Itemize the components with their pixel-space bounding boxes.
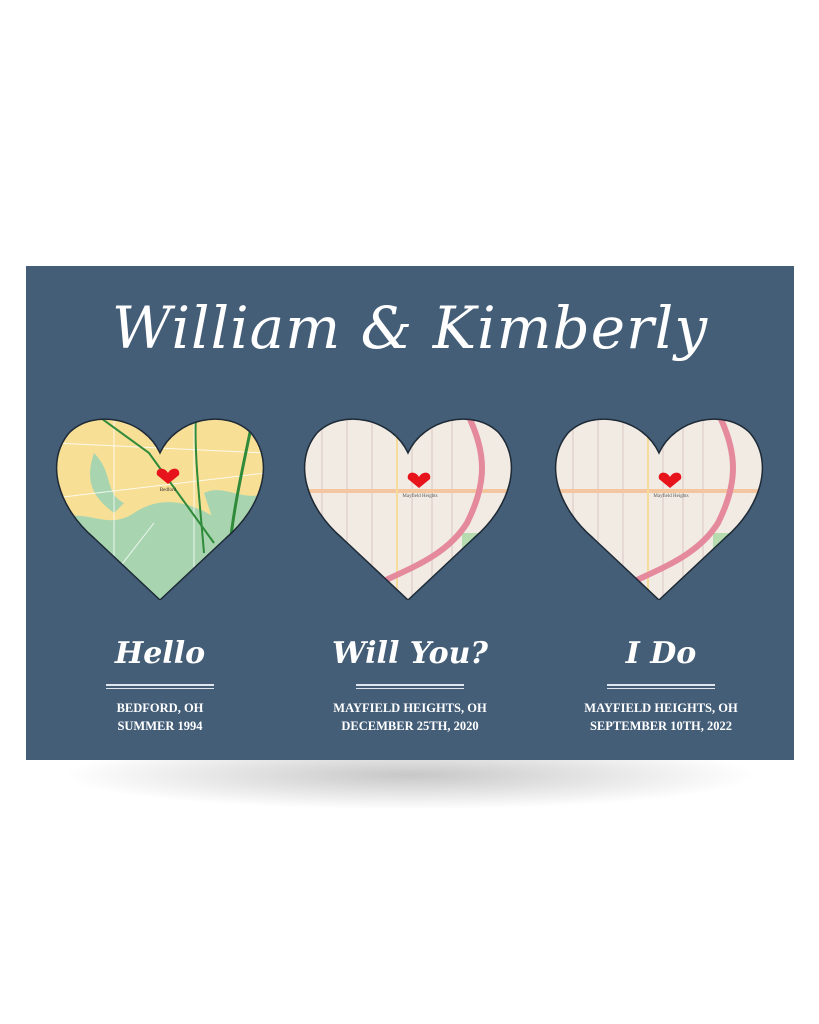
location-pin-heart-icon [156,468,180,484]
map-label: Bedford [160,488,177,493]
caption-heading: I Do [625,636,697,671]
poster: William & Kimberly Bedford [26,266,794,760]
map-label: Mayfield Heights [402,494,437,499]
caption-i-do: I Do MAYFIELD HEIGHTS, OH SEPTEMBER 10TH… [541,636,781,735]
divider [607,684,715,689]
location-pin-heart-icon [658,472,682,488]
caption-place: BEDFORD, OH [116,701,204,715]
caption-place: MAYFIELD HEIGHTS, OH [584,701,738,715]
heart-map-mayfield-wedding: Mayfield Heights [554,418,764,600]
location-pin-heart-icon [407,472,431,488]
caption-date: DECEMBER 25TH, 2020 [341,719,479,733]
caption-hello: Hello BEDFORD, OH SUMMER 1994 [40,636,280,735]
poster-title: William & Kimberly [111,294,709,362]
caption-heading: Hello [114,636,206,671]
caption-place: MAYFIELD HEIGHTS, OH [333,701,487,715]
caption-heading: Will You? [331,636,488,671]
caption-date: SEPTEMBER 10TH, 2022 [589,719,733,733]
divider [356,684,464,689]
heart-map-bedford: Bedford [55,418,265,600]
divider [106,684,214,689]
caption-will-you: Will You? MAYFIELD HEIGHTS, OH DECEMBER … [290,636,530,735]
map-label: Mayfield Heights [653,494,688,499]
caption-date: SUMMER 1994 [117,719,203,733]
heart-map-mayfield-proposal: Mayfield Heights [303,418,513,600]
